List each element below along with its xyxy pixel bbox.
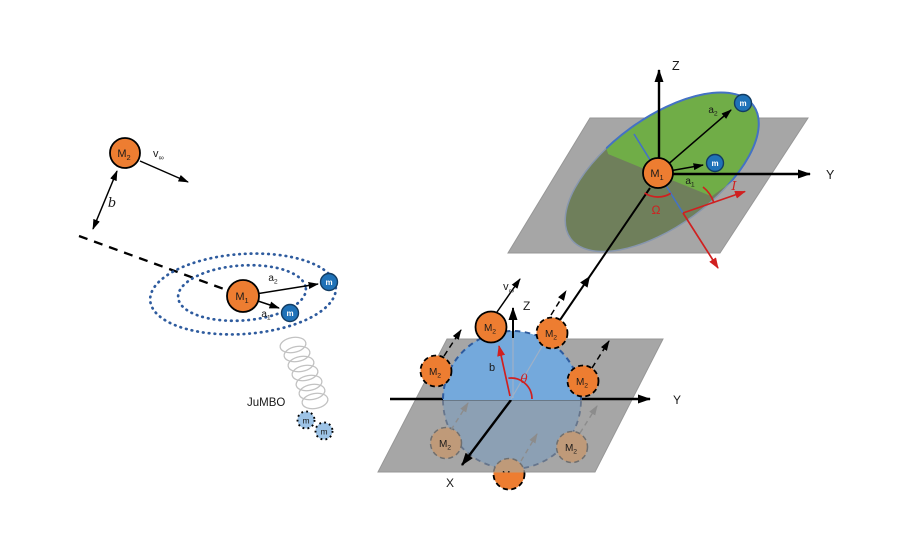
b-vector-arrow [497,345,511,397]
inclination-label: I [731,178,738,193]
lower-encounter-panel: M2 M2 M2 Z b θ [377,278,681,491]
jumbo-label: JuMBO [247,397,285,409]
v-infinity-lower-label: v∞ [503,281,514,295]
launch-disc-hidden-half [443,400,581,469]
inner-orbit-dotted [176,263,308,323]
b-vector-label: b [489,362,495,374]
jumbo-m-second [314,421,334,441]
trajectory-right-dashed [591,340,610,369]
planet-m-outer [319,272,339,292]
theta-arc [508,377,533,400]
planet-m-inner-upper [705,153,725,173]
host-m1-upper-label: M1 [650,168,663,182]
node-descending-arrow [682,212,719,269]
omega-arc [644,192,672,198]
left-panel: b v∞ M2 M1 m m a2 a1 [78,137,339,441]
planet-m-outer-label: m [325,278,332,287]
host-m1-label: M1 [235,291,248,305]
faded-m2-bottom: M2 [492,457,526,491]
radius-to-launch-m2 [510,337,548,400]
host-m1-body-upper [642,157,674,189]
trajectory-left-dashed [443,329,462,357]
rim-m2-right: M2 [566,364,600,398]
planet-m-outer-upper-label: m [739,99,746,108]
svg-text:M2: M2 [565,443,577,456]
y-axis-upper-label: Y [826,168,835,182]
svg-text:M2: M2 [576,377,588,390]
v-infinity-arrow [139,160,189,183]
encounter-trajectory-line [559,187,651,321]
faded-m2-right: M2 [555,430,589,464]
impact-parameter-label: b [108,196,116,211]
planet-m-inner-upper-label: m [711,159,718,168]
encounter-trajectory-arrowhead [580,276,590,288]
jumbo-m-first-label: m [302,416,309,426]
impact-parameter-arrow [92,170,118,230]
approach-path-dashed-line [78,234,233,294]
a2-label: a2 [268,273,278,286]
omega-label: Ω [652,203,661,217]
jumbo-m-first [296,410,316,430]
x-axis [461,399,512,466]
svg-text:M2: M2 [429,367,441,380]
upper-orbit-panel: Ω I M1 m m a2 a1 Z Y [507,59,835,321]
perturber-m2-body [109,137,141,169]
faded-m2-bottom-bright-part [492,472,526,491]
faded-m2-left: M2 [429,426,463,460]
rim-m2-launch: M2 [535,316,569,350]
planet-m-outer-upper [733,93,753,113]
v-infinity-label: v∞ [153,148,164,162]
jumbo-m-second-label: m [320,427,327,437]
inclination-arc [702,186,715,204]
planet-m-inner-label: m [286,309,293,318]
perturber-m2-label: M2 [117,148,130,162]
rim-m2-left: M2 [419,354,453,388]
v-infinity-arrow-lower [496,278,521,313]
y-axis-lower-label: Y [673,393,681,407]
a2-upper-label: a2 [708,105,718,118]
rim-m2-top: M2 [474,310,508,344]
svg-text:M2: M2 [484,323,496,336]
svg-text:M2: M2 [439,439,451,452]
trajectory-launch-dashed [550,290,567,316]
a2-arrow-upper [657,109,732,174]
planet-m-inner [280,303,300,323]
spring-coil [279,336,329,410]
theta-label: θ [520,372,528,386]
svg-text:M2: M2 [545,329,557,342]
a1-upper-label: a1 [685,176,695,189]
z-axis-upper-label: Z [672,59,680,73]
x-axis-label: X [446,476,454,490]
a1-label: a1 [261,309,271,322]
z-axis-lower-label: Z [523,299,530,313]
host-m1-body [226,279,260,313]
